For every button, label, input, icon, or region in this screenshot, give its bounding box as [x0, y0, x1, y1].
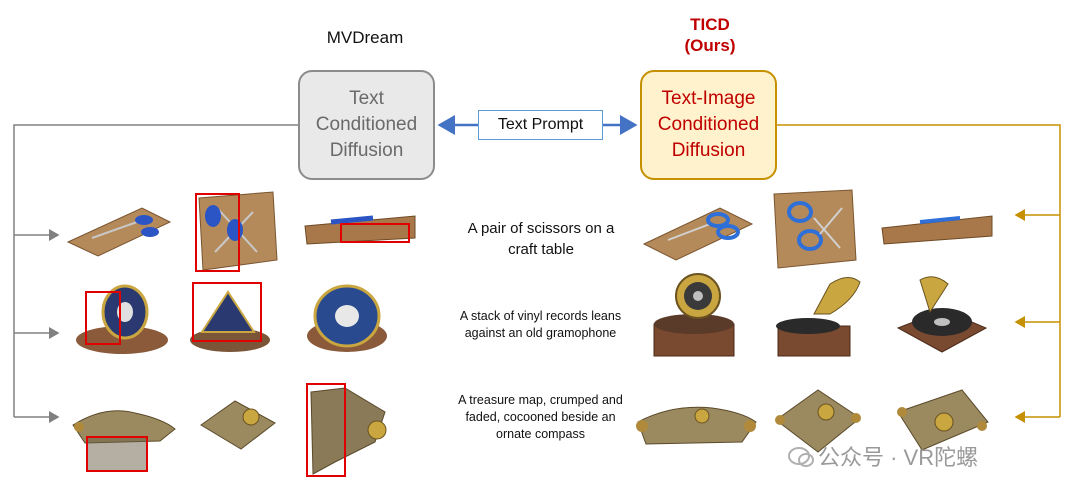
mvdream-map-view-1 [72, 410, 176, 472]
ticd-gramophone-view-1 [653, 273, 735, 357]
mvdream-gramophone-view-1 [76, 284, 168, 354]
ticd-title: TICD (Ours) [640, 14, 780, 56]
text-image-conditioned-diffusion-label: Text-Image Conditioned Diffusion [657, 88, 760, 161]
highlight-box [86, 436, 148, 472]
mvdream-scissors-view-1 [66, 207, 172, 257]
ticd-title-line1: TICD [690, 15, 730, 34]
mvdream-scissors-view-3 [304, 215, 416, 245]
mvdream-map-view-2 [200, 400, 276, 450]
text-prompt-box: Text Prompt [478, 110, 603, 140]
highlight-box [340, 223, 410, 243]
watermark-text: 公众号 · VR陀螺 [818, 445, 979, 470]
ticd-title-line2: (Ours) [684, 36, 736, 55]
ticd-scissors-view-1 [642, 207, 754, 261]
mvdream-title: MVDream [326, 28, 404, 47]
highlight-box [192, 282, 262, 342]
prompt-treasure-map: A treasure map, crumped and faded, cocoo… [458, 393, 623, 441]
text-conditioned-diffusion-box: Text Conditioned Diffusion [298, 70, 435, 180]
mvdream-gramophone-view-3 [307, 284, 387, 352]
ticd-gramophone-view-3 [896, 276, 988, 353]
highlight-box [85, 291, 121, 345]
ticd-map-view-3 [897, 389, 989, 451]
ticd-map-view-2 [775, 389, 861, 453]
prompt-scissors: A pair of scissors on a craft table [467, 220, 615, 258]
ticd-scissors-view-3 [881, 215, 993, 245]
wechat-logo-icon [788, 447, 814, 467]
left-bracket [13, 124, 298, 417]
ticd-map-view-1 [636, 406, 757, 445]
ticd-scissors-view-2 [773, 189, 857, 269]
highlight-box [195, 193, 240, 272]
highlight-box [306, 383, 346, 477]
mvdream-map-view-3 [306, 383, 387, 477]
text-conditioned-diffusion-label: Text Conditioned Diffusion [315, 88, 418, 161]
mvdream-gramophone-view-2 [190, 282, 270, 352]
prompt-vinyl-gramophone: A stack of vinyl records leans against a… [459, 309, 622, 340]
right-bracket [777, 124, 1061, 417]
ticd-gramophone-view-2 [776, 277, 861, 357]
mvdream-scissors-view-2 [195, 191, 278, 272]
text-image-conditioned-diffusion-box: Text-Image Conditioned Diffusion [640, 70, 777, 180]
